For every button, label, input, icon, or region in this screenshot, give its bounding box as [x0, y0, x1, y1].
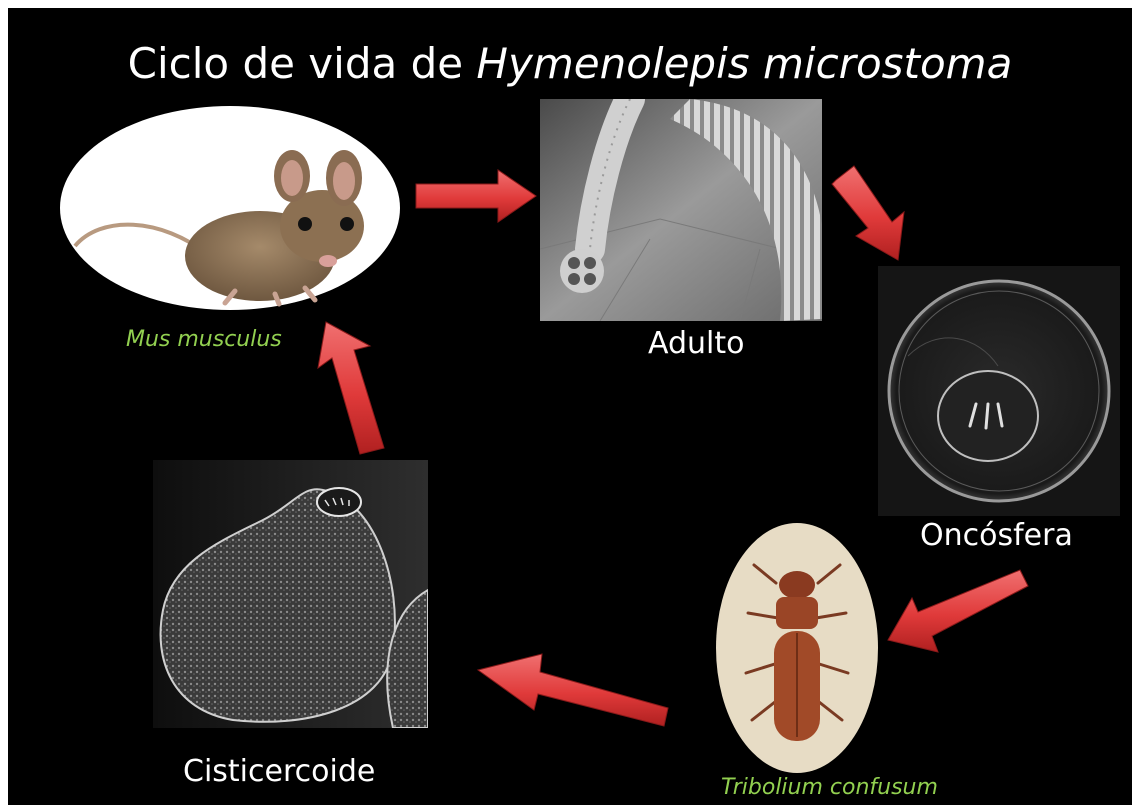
adult-tapeworm-image [540, 99, 822, 321]
arrow-beetle-to-cysticercoid [478, 654, 668, 726]
beetle-image [716, 523, 878, 773]
label-oncosfera: Oncósfera [920, 518, 1073, 554]
title-prefix: Ciclo de vida de [128, 39, 477, 88]
cysticercoid-image [153, 460, 428, 728]
arrow-mouse-to-adult [416, 170, 536, 222]
label-tribolium-confusum: Tribolium confusum [721, 774, 938, 802]
label-adulto: Adulto [648, 326, 745, 362]
page-title: Ciclo de vida de Hymenolepis microstoma [8, 38, 1132, 90]
arrow-cysticercoid-to-mouse [318, 322, 384, 454]
label-mus-musculus: Mus musculus [126, 326, 282, 354]
label-cisticercoide: Cisticercoide [183, 754, 375, 790]
mouse-image [60, 106, 400, 310]
slide: Ciclo de vida de Hymenolepis microstoma [8, 8, 1132, 805]
arrow-adult-to-oncosphere [832, 166, 904, 260]
title-scientific-name: Hymenolepis microstoma [476, 39, 1012, 88]
oncosphere-image [878, 266, 1120, 516]
arrow-oncosphere-to-beetle [888, 570, 1028, 652]
